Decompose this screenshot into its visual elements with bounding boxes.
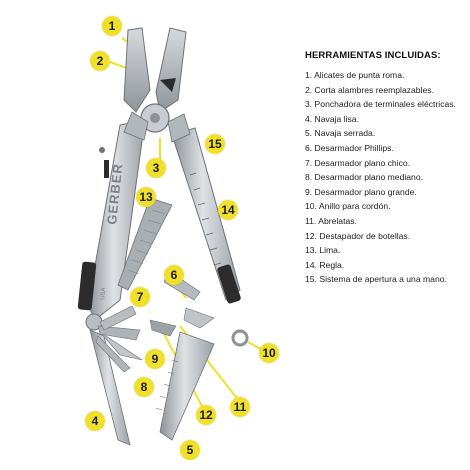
list-item: 6. Desarmador Phillips. <box>305 142 394 153</box>
pliers-head <box>123 27 191 143</box>
list-item: 11. Abrelatas. <box>305 215 357 226</box>
right-handle <box>171 127 241 304</box>
origin-engraving: USA <box>100 287 107 300</box>
list-item: 2. Corta alambres reemplazables. <box>305 84 434 95</box>
list-item: 12. Destapador de botellas. <box>305 230 411 241</box>
tools-list: 1. Alicates de punta roma. 2. Corta alam… <box>305 68 465 287</box>
list-item: 1. Alicates de punta roma. <box>305 70 405 80</box>
callout-3: 3 <box>146 158 166 178</box>
callout-6: 6 <box>164 265 184 285</box>
file-tool <box>117 197 173 291</box>
list-item: 9. Desarmador plano grande. <box>305 186 417 197</box>
callout-1: 1 <box>102 16 122 36</box>
list-title: HERRAMIENTAS INCLUIDAS: <box>305 50 441 61</box>
list-item: 10. Anillo para cordón. <box>305 201 391 212</box>
callout-11: 11 <box>230 397 250 417</box>
list-item: 14. Regla. <box>305 259 345 270</box>
callout-2: 2 <box>90 51 110 71</box>
brand-engraving: GERBER <box>104 162 125 225</box>
list-item: 5. Navaja serrada. <box>305 128 376 139</box>
list-item: 7. Desarmador plano chico. <box>305 157 411 168</box>
list-item: 3. Ponchadora de terminales eléctricas. <box>305 99 456 110</box>
callout-9: 9 <box>145 349 165 369</box>
list-item: 15. Sistema de apertura a una mano. <box>305 274 447 285</box>
callout-4: 4 <box>85 411 105 431</box>
callout-7: 7 <box>130 287 150 307</box>
callout-8: 8 <box>134 377 154 397</box>
callout-14: 14 <box>218 200 238 220</box>
callout-12: 12 <box>196 405 216 425</box>
lower-tools <box>85 269 249 446</box>
callout-5: 5 <box>180 440 200 460</box>
tools-list-panel: HERRAMIENTAS INCLUIDAS: 1. Alicates de p… <box>305 50 465 287</box>
list-item: 13. Lima. <box>305 245 341 256</box>
callout-13: 13 <box>136 187 156 207</box>
list-item: 8. Desarmador plano mediano. <box>305 172 423 183</box>
callout-15: 15 <box>205 134 225 154</box>
list-item: 4. Navaja lisa. <box>305 113 359 124</box>
callout-10: 10 <box>259 343 279 363</box>
